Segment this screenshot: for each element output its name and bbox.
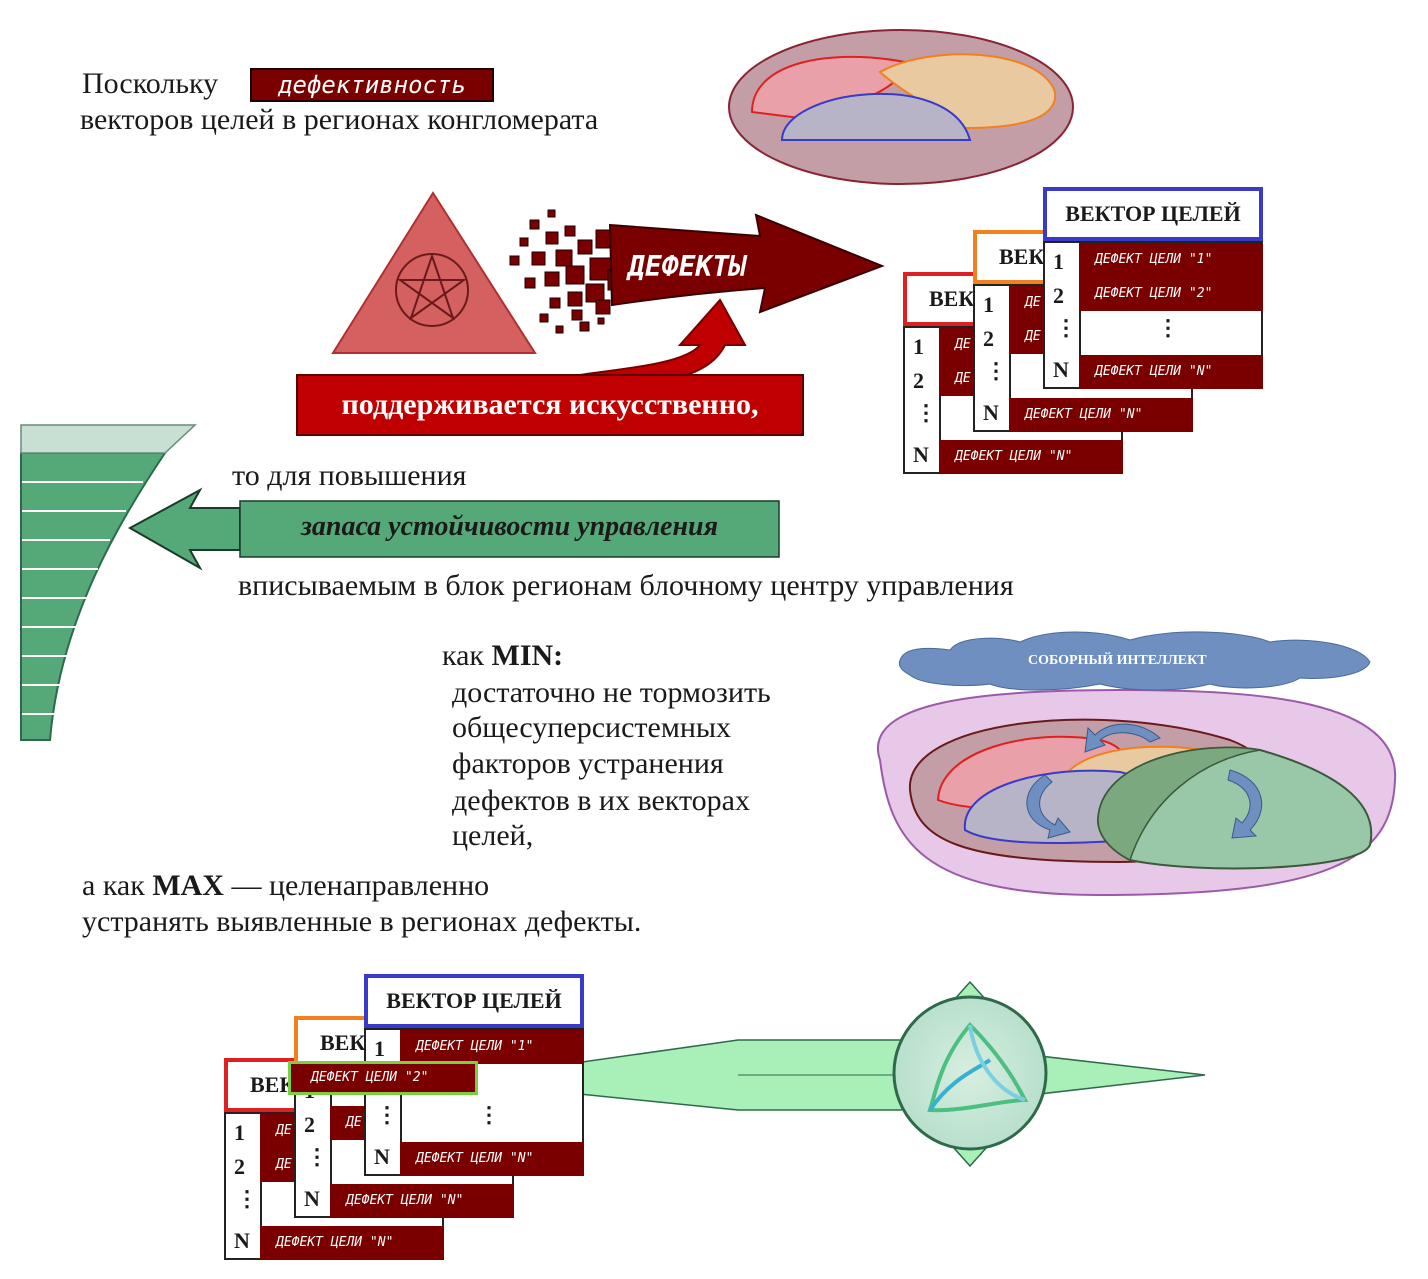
conglomerate-regions-top (728, 29, 1074, 185)
goal-vector-card-front: ВЕКТОР ЦЕЛЕЙ 1 ДЕФЕКТ ЦЕЛИ "1" 2 ДЕФЕКТ … (1043, 187, 1263, 389)
goal-vector-title: ВЕКТОР ЦЕЛЕЙ (1043, 187, 1263, 241)
intro-prefix: Поскольку (82, 67, 219, 100)
min-line-3: факторов устранения (452, 747, 724, 780)
goal-vector-card-front: ВЕКТОР ЦЕЛЕЙ 1 ДЕФЕКТ ЦЕЛИ "1" ⋮ ⋮ N ДЕФ… (364, 974, 584, 1176)
row-defect-label: ДЕФЕКТ ЦЕЛИ "N" (939, 440, 1123, 474)
increase-line: то для повышения (232, 459, 467, 492)
cycle-arrow-icon (1026, 723, 1263, 839)
max-line-2: устранять выявленные в регионах дефекты. (82, 905, 642, 938)
defects-arrow-label: ДЕФЕКТЫ (628, 250, 747, 283)
defectivity-badge-label: дефективность (278, 71, 466, 99)
highlighted-defect: ДЕФЕКТ ЦЕЛИ "2" (288, 1061, 478, 1095)
row-index: ⋮ (915, 400, 937, 425)
cloud-label: СОБОРНЫЙ ИНТЕЛЛЕКТ (1028, 653, 1207, 668)
row-defect-label: ДЕФЕКТ ЦЕЛИ "1" (1079, 243, 1263, 277)
inscribed-line: вписываемым в блок регионам блочному цен… (238, 569, 1014, 602)
min-keyword: MIN: (491, 639, 564, 672)
row-index: 1 (913, 334, 924, 359)
min-line-2: общесуперсистемных (452, 711, 732, 744)
support-box-label: поддерживается искусственно, (341, 388, 759, 421)
intro-line2: векторов целей в регионах конгломерата (80, 103, 599, 136)
min-line-1: достаточно не тормозить (452, 676, 771, 709)
support-box: поддерживается искусственно, (296, 374, 804, 436)
goal-vector-card-back: ВЕК 1 2 ⋮ N ДЕФЕКТ ЦЕЛИ "N" ДЕ ДЕ (224, 1058, 444, 1260)
row-defect-label: ДЕФЕКТ ЦЕЛИ "N" (1009, 398, 1193, 432)
min-heading: как MIN: (442, 639, 564, 672)
row-defect-label: ДЕФЕКТ ЦЕЛИ "N" (1079, 355, 1263, 389)
max-keyword: MAX (152, 869, 224, 902)
stability-reserve-shape (20, 424, 197, 741)
row-defect-label: ДЕФЕКТ ЦЕЛИ "2" (1079, 277, 1263, 311)
min-line-4: дефектов в их векторах (452, 784, 750, 817)
min-line-5: целей, (452, 819, 534, 852)
pentagram-icon (395, 252, 469, 327)
pentagram-triangle (331, 191, 537, 354)
sobor-intellect-regions (877, 631, 1397, 897)
compass-arrows (486, 980, 1206, 1168)
row-index: N (913, 442, 929, 467)
defectivity-badge: дефективность (250, 68, 494, 102)
stability-label: запаса устойчивости управления (300, 511, 719, 542)
row-index: 2 (913, 368, 924, 393)
triquetra-icon (927, 1022, 1029, 1113)
max-line-1: а как MAX — целенаправленно (82, 869, 490, 902)
stability-arrow (127, 487, 780, 571)
